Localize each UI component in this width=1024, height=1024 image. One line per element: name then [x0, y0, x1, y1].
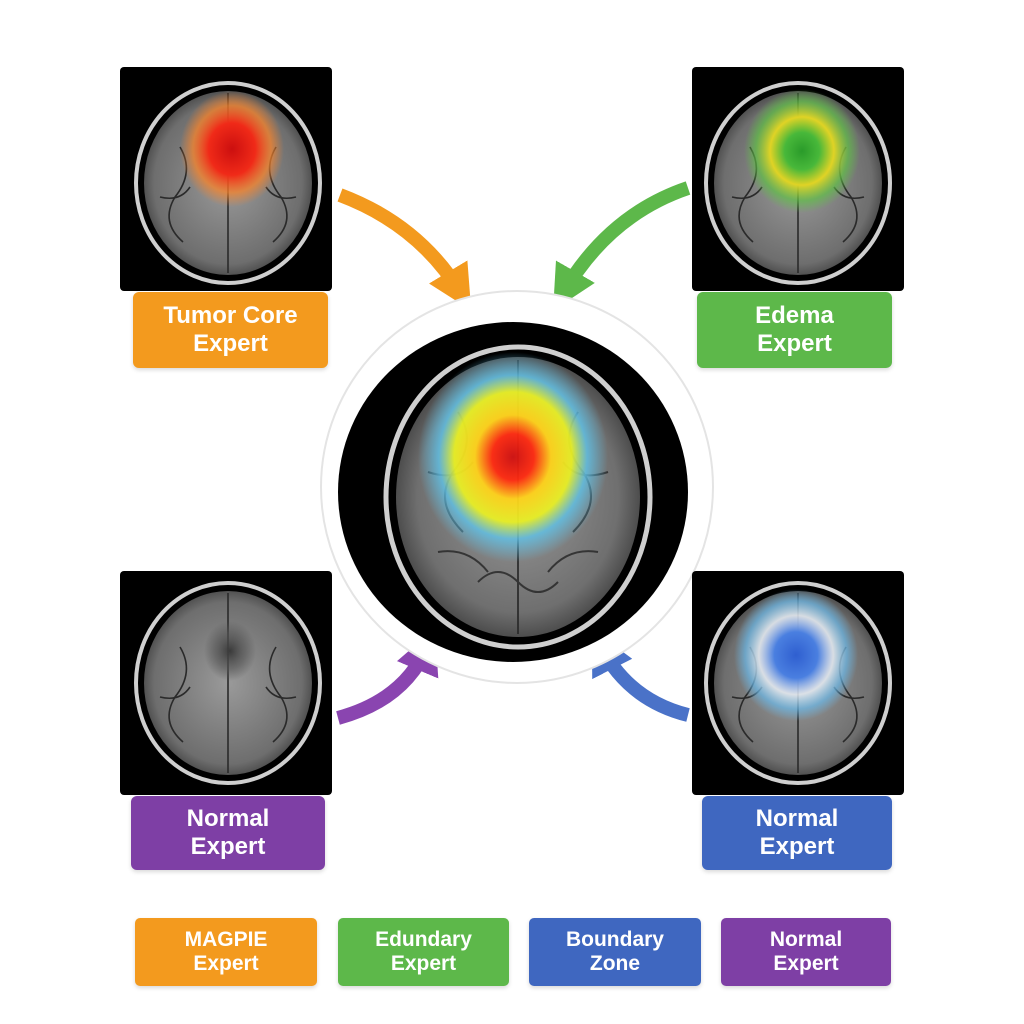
normal-left-heatmap	[204, 621, 256, 681]
arrow-tumor-core	[337, 188, 472, 311]
combined-segmentation-scan	[338, 322, 688, 662]
normal-right-scan	[692, 571, 904, 795]
edema-heatmap	[744, 89, 860, 213]
edema-scan	[692, 67, 904, 291]
arrow-normal-left	[336, 628, 439, 725]
center-skull	[383, 344, 653, 650]
center-heatmap	[418, 352, 608, 562]
tumor-core-heatmap	[180, 91, 284, 207]
normal-right-heatmap	[734, 589, 858, 721]
normal-left-scan	[120, 571, 332, 795]
tumor-core-scan	[120, 67, 332, 291]
arrow-edema	[553, 181, 691, 311]
